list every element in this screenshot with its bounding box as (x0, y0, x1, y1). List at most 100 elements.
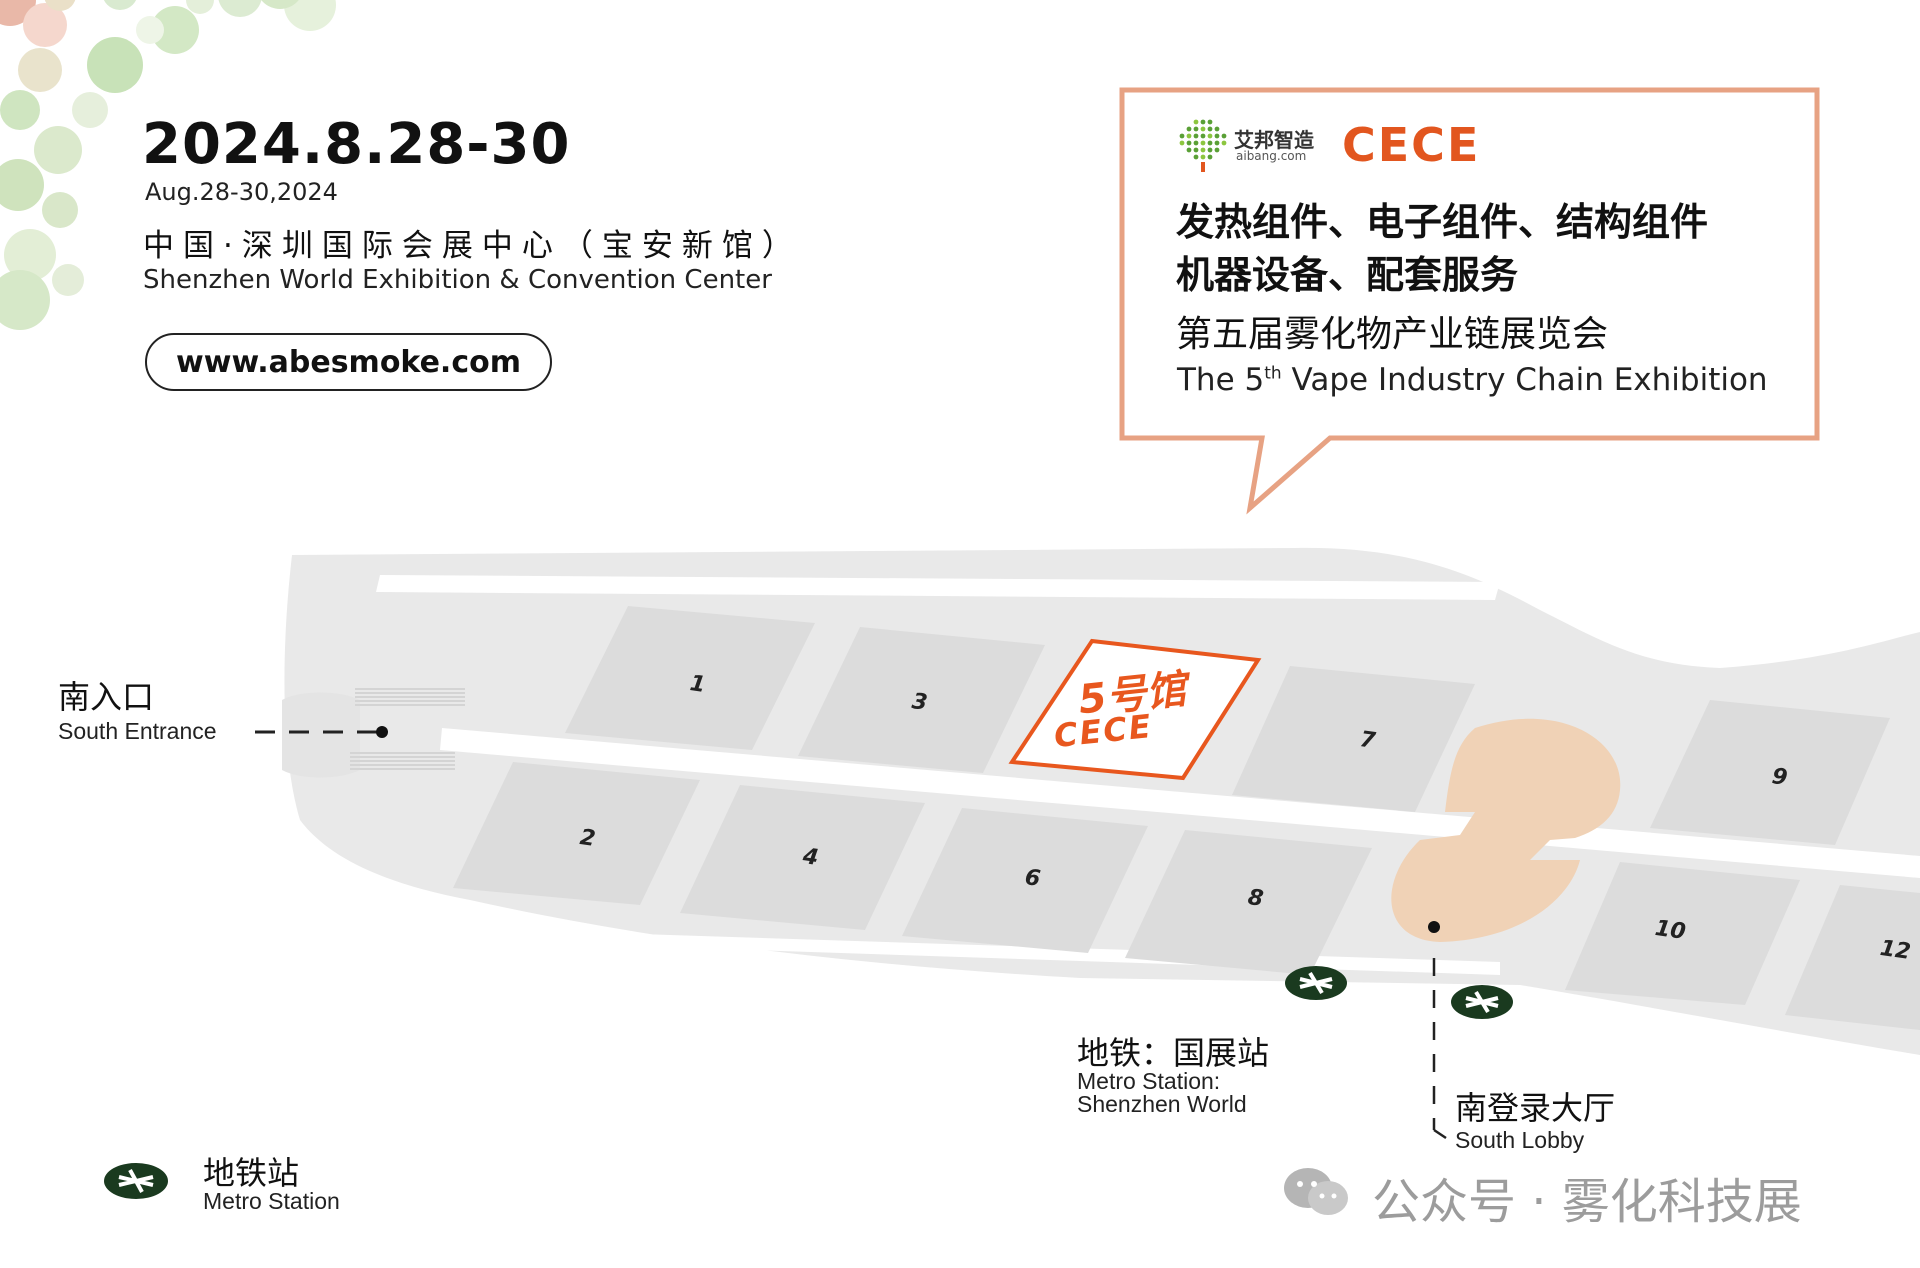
callout-bubble (1119, 87, 1820, 515)
decorative-dot (136, 16, 164, 44)
south-lobby-label-en: South Lobby (1455, 1127, 1585, 1153)
hall-8-block (1125, 830, 1372, 975)
south-lobby-area (1391, 718, 1621, 942)
categories-line-1: 发热组件、电子组件、结构组件 (1176, 200, 1709, 244)
logo-dot (1221, 133, 1227, 139)
south-lobby-label-cn: 南登录大厅 (1455, 1089, 1616, 1127)
wechat-icon (1282, 1164, 1350, 1220)
exhibition-name-chinese: 第五届雾化物产业链展览会 (1176, 314, 1609, 355)
decorative-dot (72, 92, 108, 128)
hall-10-block (1565, 862, 1800, 1005)
south-lobby-pointer-end (1433, 1128, 1447, 1140)
website-link[interactable]: www.abesmoke.com (145, 333, 552, 391)
logo-dot (1186, 133, 1192, 139)
venue-name-chinese: 中国·深圳国际会展中心（宝安新馆） (143, 228, 802, 264)
logo-dot (1193, 119, 1199, 125)
venue-name-english: Shenzhen World Exhibition & Convention C… (143, 265, 772, 295)
south-entrance-plaza (282, 692, 360, 778)
decorative-dot (261, 0, 299, 9)
event-date: 2024.8.28-30 (142, 112, 571, 177)
metro-station-label-en-1: Metro Station: (1077, 1068, 1221, 1094)
hall-3-block (798, 627, 1045, 773)
decorative-dot (151, 6, 199, 54)
decorative-dot (218, 0, 262, 17)
hall-12-block (1785, 885, 1920, 1030)
south-entrance-label-cn: 南入口 (58, 678, 155, 716)
logo-dot (1193, 140, 1199, 146)
logo-dot (1207, 133, 1213, 139)
decorative-dot (284, 0, 336, 31)
metro-station-label-en-2: Shenzhen World (1077, 1091, 1247, 1117)
logo-dot (1179, 133, 1185, 139)
cece-logo: CECE (1342, 118, 1481, 172)
categories-line-2: 机器设备、配套服务 (1176, 253, 1519, 297)
decorative-dot (186, 0, 214, 14)
logo-dot (1179, 140, 1185, 146)
decorative-dot (4, 229, 56, 281)
hall-2-block (453, 762, 700, 905)
main-corridor (440, 728, 1920, 878)
logo-dot (1214, 133, 1220, 139)
watermark: 公众号 · 雾化科技展 (1372, 1174, 1802, 1230)
metro-station-label-cn: 地铁：国展站 (1077, 1034, 1270, 1072)
logo-dot (1214, 140, 1220, 146)
logo-dot (1193, 126, 1199, 132)
hall-6-block (902, 808, 1148, 953)
inner-road-top (376, 575, 1500, 600)
metro-icon (1451, 985, 1513, 1019)
logo-dot (1200, 147, 1206, 153)
legend-metro-label-cn: 地铁站 (203, 1154, 300, 1192)
decorative-dot (18, 48, 62, 92)
logo-dot (1207, 154, 1213, 160)
logo-dot (1186, 126, 1192, 132)
hall-4-block (680, 785, 925, 930)
hall-5-highlight (1008, 638, 1262, 781)
decorative-dot (0, 90, 40, 130)
south-entrance-label-en: South Entrance (58, 718, 217, 744)
decorative-dot (0, 270, 50, 330)
logo-trunk (1201, 162, 1205, 172)
hall-1-block (565, 606, 815, 750)
south-entrance-dot (376, 726, 388, 738)
logo-dot (1193, 147, 1199, 153)
decorative-dot (52, 264, 84, 296)
logo-dot (1207, 147, 1213, 153)
hall-9-block (1650, 700, 1890, 845)
decorative-dot (0, 159, 44, 211)
event-date-english: Aug.28-30,2024 (145, 178, 338, 206)
entrance-stripes (355, 688, 465, 708)
logo-dot (1221, 140, 1227, 146)
decorative-dot (42, 192, 78, 228)
logo-dot (1200, 133, 1206, 139)
south-lobby-dot (1428, 921, 1440, 933)
brand-name: 艾邦智造 (1234, 128, 1314, 152)
logo-dot (1200, 154, 1206, 160)
logo-dot (1207, 119, 1213, 125)
logo-dot (1200, 126, 1206, 132)
logo-dot (1193, 154, 1199, 160)
logo-dot (1186, 140, 1192, 146)
logo-dot (1200, 119, 1206, 125)
decorative-dot (34, 126, 82, 174)
logo-dot (1214, 147, 1220, 153)
decorative-dot (44, 0, 76, 11)
hall-7-block (1232, 666, 1475, 812)
logo-dot (1193, 133, 1199, 139)
brand-domain: aibang.com (1236, 149, 1307, 163)
exhibition-name-english: The 5th Vape Industry Chain Exhibition (1177, 362, 1768, 398)
logo-dot (1207, 140, 1213, 146)
metro-icon (104, 1163, 168, 1199)
aibang-logo-icon (1179, 119, 1227, 172)
logo-dot (1200, 140, 1206, 146)
logo-dot (1186, 147, 1192, 153)
decorative-dot (87, 37, 143, 93)
decorative-dot (103, 0, 137, 10)
decorative-dot (23, 3, 67, 47)
legend-metro-label-en: Metro Station (203, 1188, 340, 1214)
hall-12-label: 12 (1878, 935, 1913, 966)
entrance-stripes (350, 752, 455, 770)
logo-dot (1207, 126, 1213, 132)
metro-icon (1285, 966, 1347, 1000)
